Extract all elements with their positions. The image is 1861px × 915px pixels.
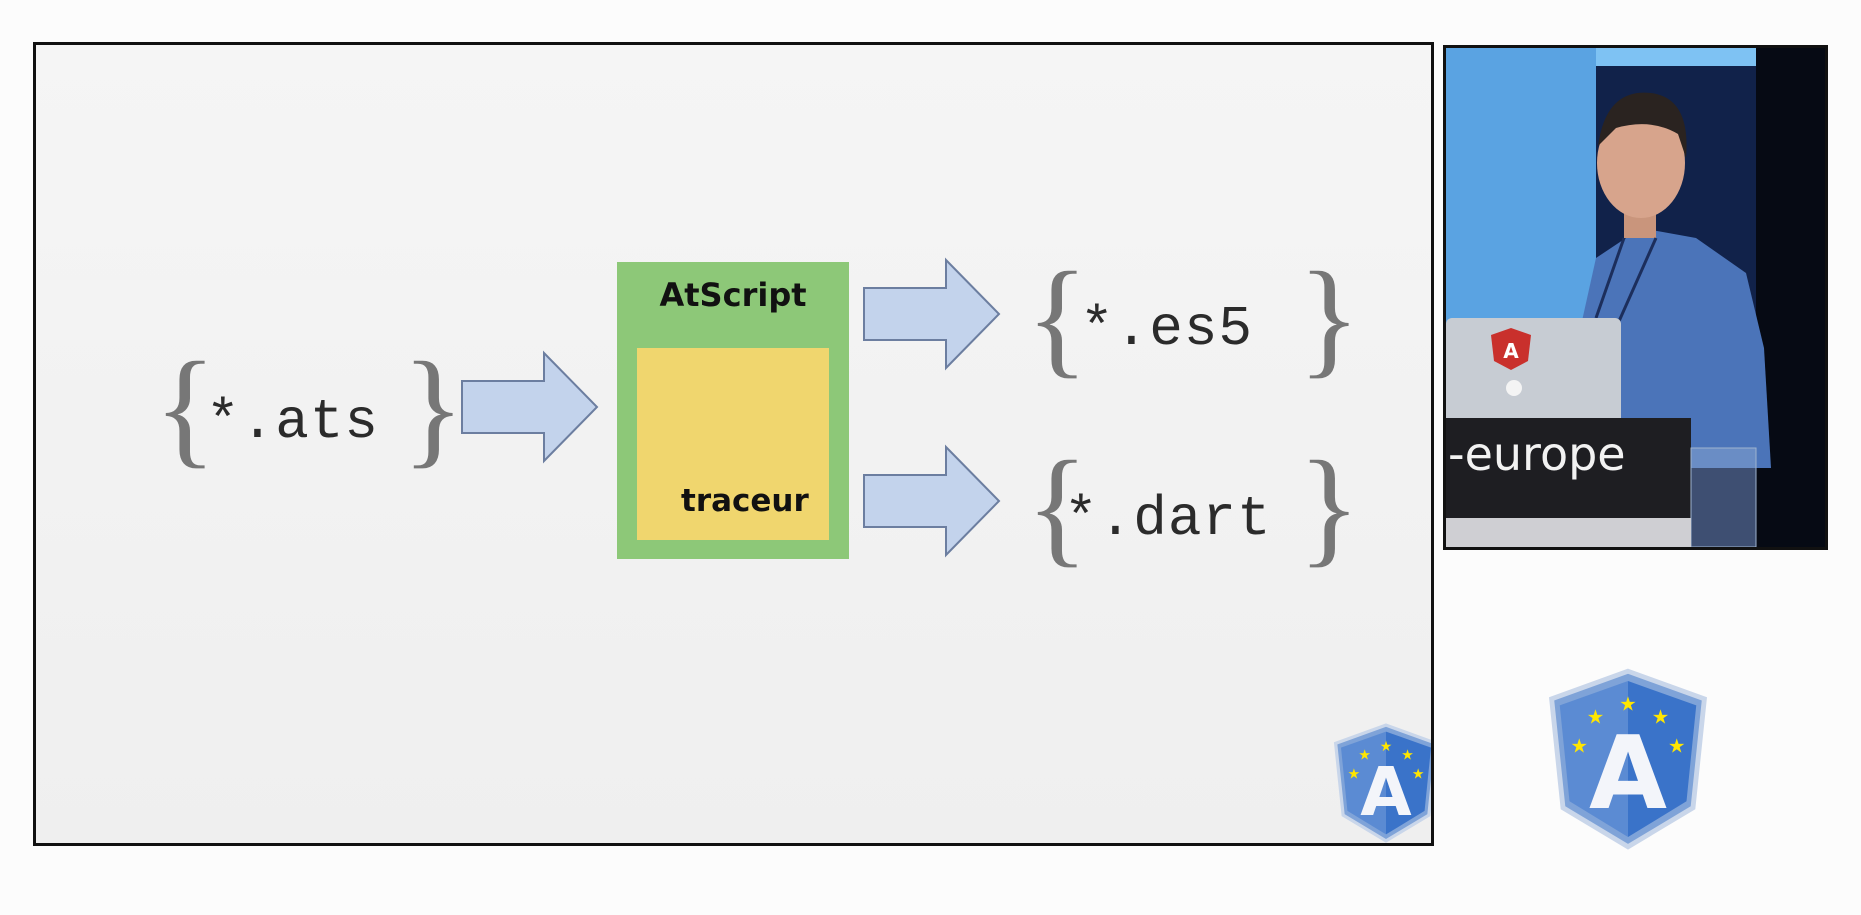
right-brace-input: }: [402, 336, 465, 480]
output-dart-pattern: *.dart: [1064, 487, 1272, 551]
svg-text:A: A: [1503, 339, 1519, 363]
output-es5-pattern: *.es5: [1080, 297, 1254, 361]
svg-text:★: ★: [1587, 706, 1604, 728]
traceur-label: traceur: [681, 483, 809, 519]
svg-text:★: ★: [1619, 693, 1636, 715]
left-brace-input: {: [154, 336, 217, 480]
arrow-to-es5: [863, 257, 1001, 371]
atscript-label: AtScript: [659, 276, 807, 314]
speaker-video-frame: A -europe: [1446, 48, 1825, 547]
input-file-pattern: *.ats: [206, 390, 380, 454]
svg-text:A: A: [1589, 714, 1667, 832]
svg-text:★: ★: [1358, 746, 1370, 762]
svg-text:★: ★: [1380, 738, 1392, 754]
angular-europe-badge-icon: A ★ ★ ★ ★ ★: [1549, 668, 1707, 850]
left-brace-dart: {: [1026, 435, 1089, 579]
svg-text:A: A: [1360, 753, 1412, 831]
apple-icon: [1506, 380, 1522, 396]
svg-text:★: ★: [1401, 746, 1413, 762]
angular-europe-shield-icon: A ★ ★ ★ ★ ★: [1333, 723, 1431, 843]
stage-sign-text: -europe: [1448, 427, 1626, 481]
arrow-to-compiler: [461, 350, 599, 464]
presentation-slide: { *.ats } AtScript traceur { *.es5 } { *…: [33, 42, 1434, 846]
svg-text:★: ★: [1412, 766, 1424, 782]
arrow-to-dart: [863, 444, 1001, 558]
laptop-angular-logo: A: [1491, 328, 1531, 370]
atscript-box: AtScript traceur: [617, 262, 849, 559]
svg-text:★: ★: [1571, 736, 1588, 758]
svg-text:★: ★: [1668, 736, 1685, 758]
right-brace-dart: }: [1298, 435, 1361, 579]
speaker-video: A -europe: [1443, 45, 1828, 550]
svg-text:★: ★: [1348, 766, 1360, 782]
left-brace-es5: {: [1026, 246, 1089, 390]
right-brace-es5: }: [1298, 246, 1361, 390]
svg-text:★: ★: [1652, 706, 1669, 728]
traceur-box: traceur: [637, 348, 829, 540]
